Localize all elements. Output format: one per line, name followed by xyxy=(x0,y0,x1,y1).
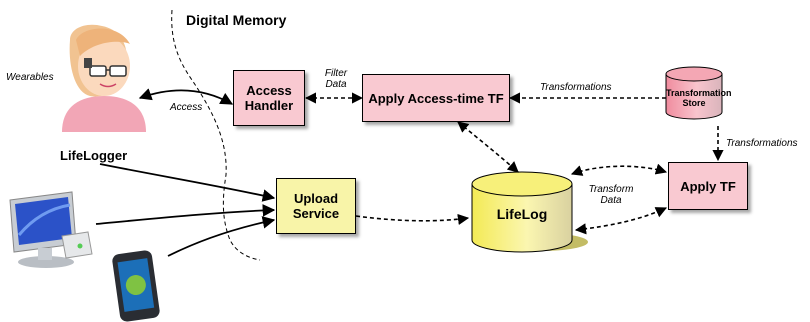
smartphone-icon xyxy=(112,250,160,322)
lifelog-cylinder xyxy=(471,171,588,253)
access-tf-lifelog-arrow xyxy=(457,121,519,173)
digital-memory-boundary xyxy=(171,9,261,261)
lifelogger-upload-arrow xyxy=(99,163,276,202)
filter-data-edge-label: Filter Data xyxy=(324,68,348,90)
access-arrow xyxy=(138,88,234,105)
desktop-upload-arrow xyxy=(95,204,276,225)
transformations-top-edge-label: Transformations xyxy=(540,82,612,93)
person-with-glasses-icon xyxy=(62,24,146,132)
transformation-store-cylinder xyxy=(665,66,723,120)
upload-lifelog-arrow xyxy=(355,213,470,225)
lifelog-apply-tf-lower-arrow xyxy=(574,207,668,235)
transformation-store-label: Transformation Store xyxy=(666,88,732,108)
lifelog-label: LifeLog xyxy=(496,206,548,222)
access-handler-box: Access Handler xyxy=(233,70,305,126)
apply-access-time-tf-box: Apply Access-time TF xyxy=(362,74,510,122)
transform-data-edge-label: Transform Data xyxy=(588,184,634,206)
lifelog-apply-tf-upper-arrow xyxy=(570,163,668,176)
phone-upload-arrow xyxy=(167,216,276,257)
wearables-label: Wearables xyxy=(6,72,54,83)
upload-service-box: Upload Service xyxy=(276,178,356,234)
lifelogger-label: LifeLogger xyxy=(60,148,128,163)
access-edge-label: Access xyxy=(170,102,203,113)
apply-tf-box: Apply TF xyxy=(668,162,748,210)
desktop-computer-icon xyxy=(9,191,93,268)
transformations-right-edge-label: Transformations xyxy=(726,138,798,149)
diagram-title: Digital Memory xyxy=(186,12,287,28)
